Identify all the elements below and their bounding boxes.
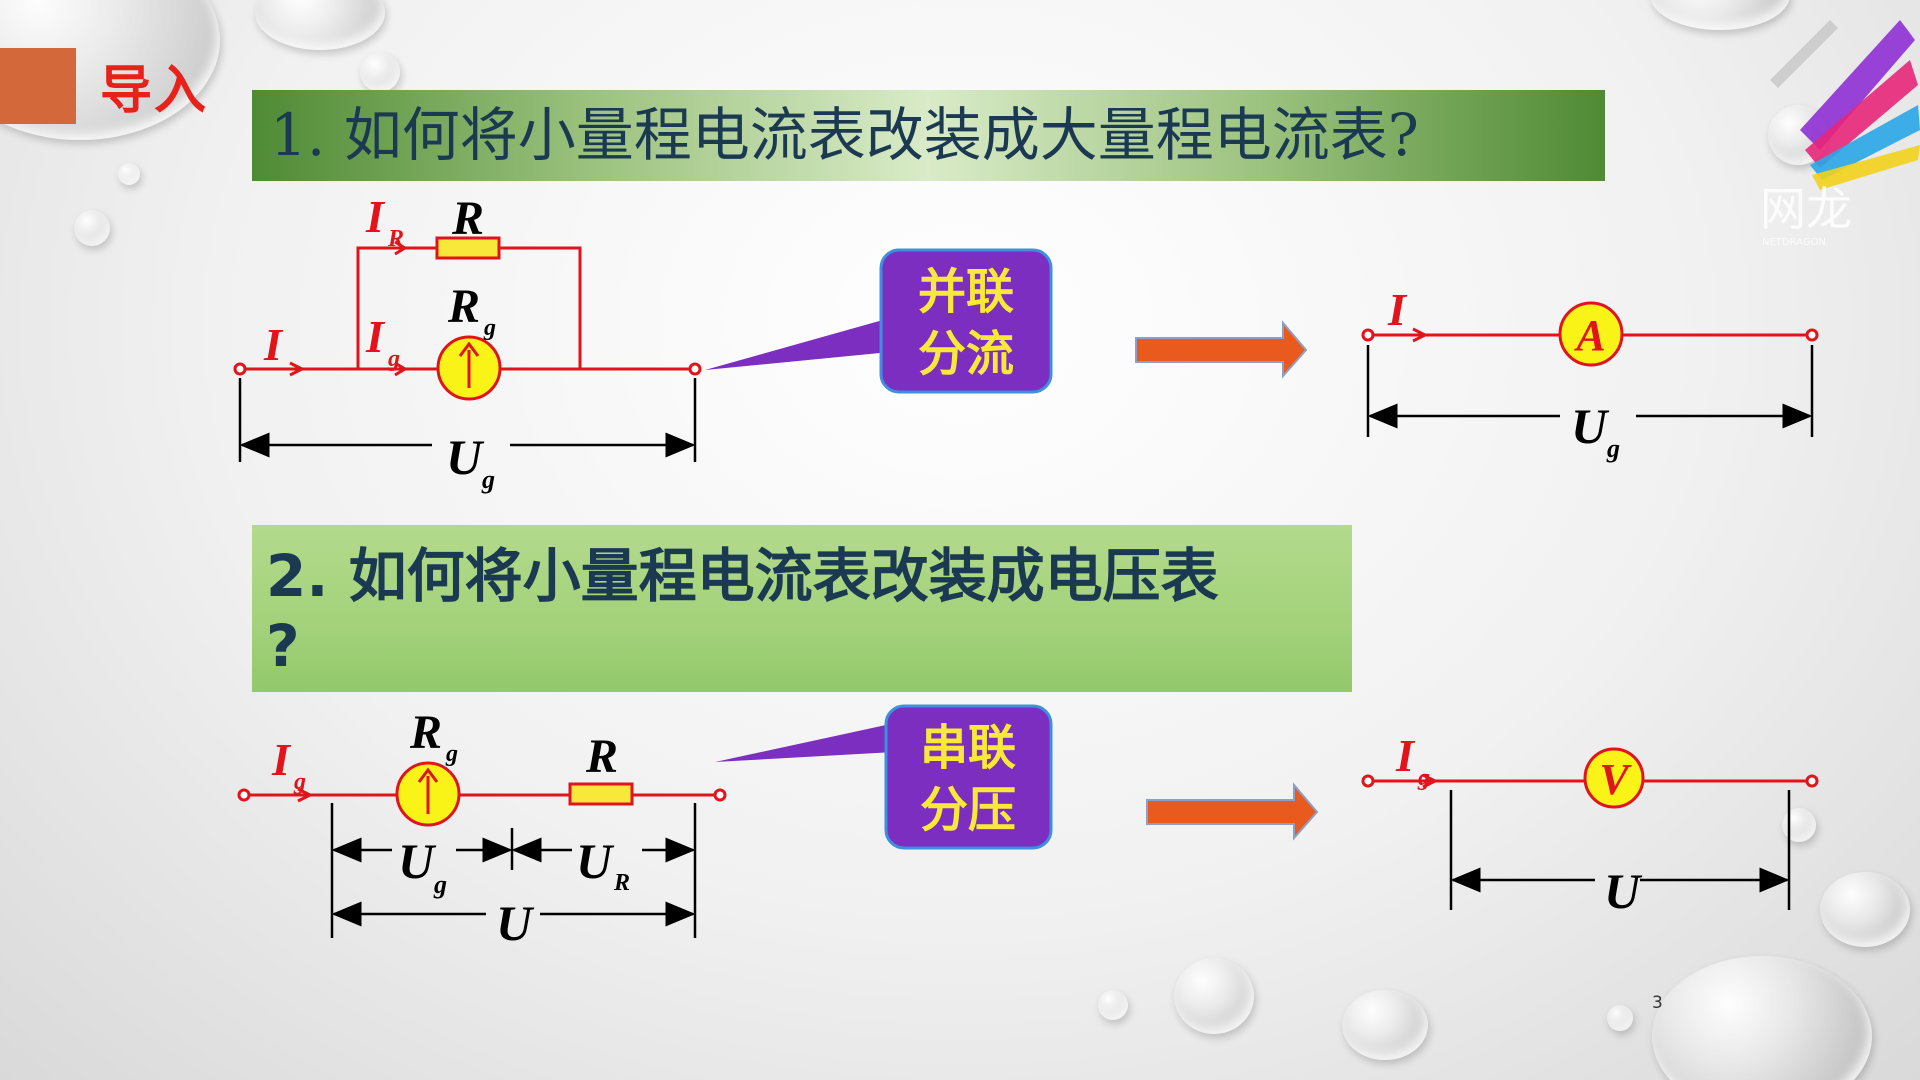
label-ig-main: I [365,311,386,362]
label-ur-sub: R [613,870,630,896]
ammeter-icon [1558,301,1624,367]
label-ig-main: I [271,734,292,785]
voltmeter-icon [1583,747,1645,809]
label-rg-main: R [447,280,480,333]
water-drop [118,163,140,185]
label-ig-sub: g [1417,765,1430,791]
water-drop [74,210,110,246]
question-2-line-1: 2. 如何将小量程电流表改装成电压表 [266,542,1219,610]
question-2-line-2: ? [266,612,300,680]
label-ur-main: U [576,833,615,889]
label-i: I [1387,284,1408,335]
label-ug-sub: g [481,465,495,494]
symbol-i: I [365,191,386,242]
ammeter-symbol: A [1573,311,1605,360]
water-drop [1174,958,1254,1034]
water-drop [1342,990,1428,1060]
callout-parallel-line-2: 分流 [918,326,1014,382]
section-tab [0,48,76,124]
galvanometer [436,335,502,401]
dimension-u [1449,790,1791,910]
callout-parallel-line-1: 并联 [918,264,1014,320]
water-drop [1607,1005,1633,1031]
label-rg-sub: g [445,741,458,767]
callout-series-line-1: 串联 [920,720,1016,776]
circuit-series [237,787,727,803]
label-ug-main: U [1571,398,1610,454]
section-title: 导入 [100,61,209,121]
arrow-right-icon [1135,320,1308,379]
label-ug-main: U [446,429,485,485]
callout-series-line-2: 分压 [920,782,1016,838]
dimension-ug [238,378,697,462]
galvanometer [395,761,461,827]
label-rg-main: R [409,706,442,759]
dimension-ug [1366,345,1814,437]
subscript-r: R [387,226,404,252]
label-r: R [585,730,618,783]
svg-text:网龙: 网龙 [1760,182,1852,236]
water-drop [360,52,400,92]
label-r: R [451,192,484,245]
svg-text:NETDRAGON: NETDRAGON [1762,237,1826,248]
label-u: U [1604,863,1643,919]
label-i: I [263,319,284,370]
label-ig-sub: g [387,346,400,372]
brand-logo: 网龙 NETDRAGON [1760,20,1920,248]
resistor-r [568,782,634,806]
question-1: 1. 如何将小量程电流表改装成大量程电流表? [252,90,1605,181]
label-ir: I R [365,191,404,252]
callout-series: 串联 分压 [715,704,1053,850]
label-ig-main: I [1395,730,1416,781]
water-drop [1652,956,1872,1080]
label-ug-main: U [398,833,437,889]
label-ig-sub: g [293,769,306,795]
water-drop [1820,872,1910,947]
label-ug-sub: g [433,870,447,899]
dimension-series [330,803,697,938]
question-2: 2. 如何将小量程电流表改装成电压表 ? [252,525,1352,692]
label-rg-sub: g [483,315,496,341]
water-drop [1782,808,1816,842]
label-ug-sub: g [1606,434,1620,463]
voltmeter-symbol: V [1599,755,1632,804]
page-number: 3 [1652,993,1663,1013]
arrow-right-icon [1146,782,1319,841]
callout-parallel: 并联 分流 [705,248,1053,394]
water-drop [1098,990,1128,1020]
label-u: U [496,895,535,951]
resistor-r [435,236,501,260]
